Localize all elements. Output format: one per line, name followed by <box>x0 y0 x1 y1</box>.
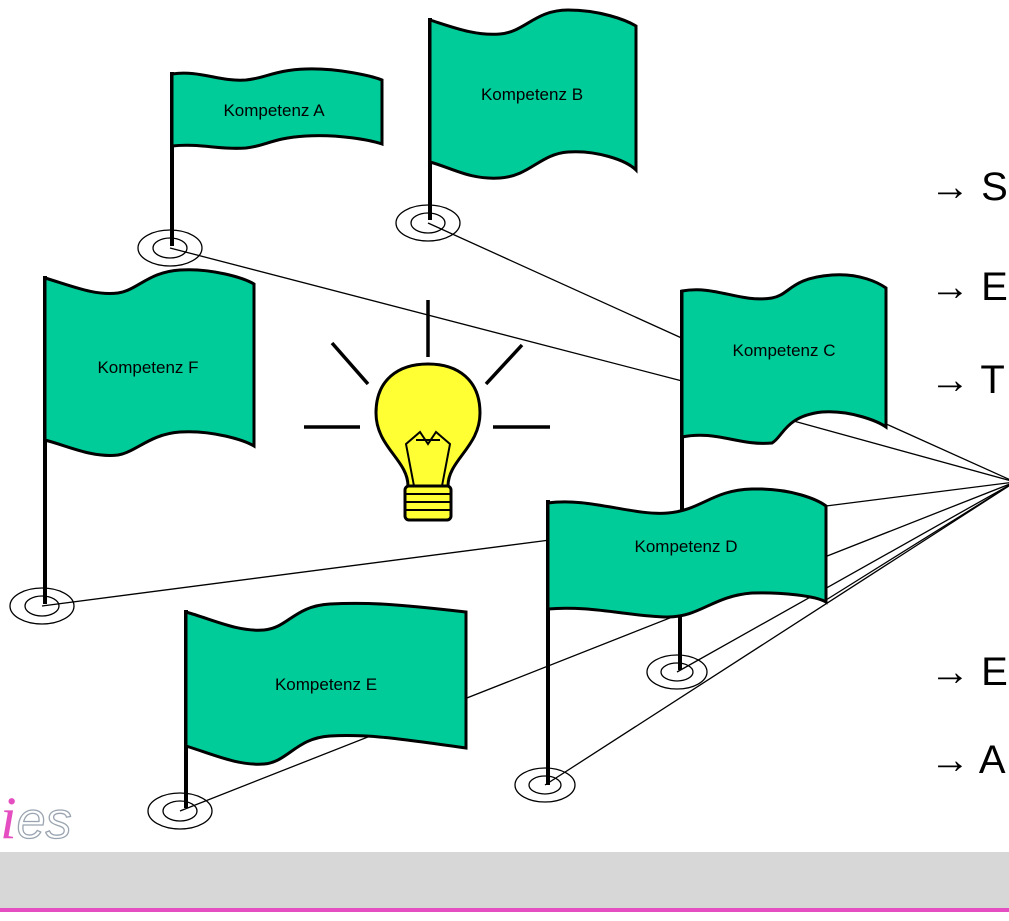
connection-line <box>41 539 551 607</box>
arrow-item-text: S <box>981 165 1008 209</box>
flag-cloth <box>428 8 638 180</box>
connection-line <box>825 482 1009 507</box>
connection-line <box>883 422 1009 481</box>
flag-cloth <box>184 601 468 766</box>
arrow-icon: → <box>930 265 970 309</box>
flag-cloth <box>680 273 888 445</box>
flag-base-inner <box>660 662 694 682</box>
logo: ies <box>0 788 72 850</box>
arrow-item: → E <box>930 267 1008 307</box>
light-rays <box>304 300 550 429</box>
flag-base-outer <box>137 229 203 267</box>
arrow-item-text: E <box>981 650 1008 694</box>
flag-base-outer <box>514 767 576 803</box>
flag-label: Kompetenz E <box>275 675 377 694</box>
footer-accent-line <box>0 908 1009 912</box>
bulb-glass <box>374 362 482 488</box>
flag-base-inner <box>162 800 198 822</box>
flag-cloth <box>546 487 828 619</box>
arrow-icon: → <box>930 165 970 209</box>
arrow-item: → A <box>930 740 1006 780</box>
arrow-icon: → <box>930 650 970 694</box>
flag-cloth <box>170 67 384 150</box>
flag-base-outer <box>395 204 461 242</box>
flag-kompetenz-b: Kompetenz B <box>395 8 638 242</box>
footer-bar <box>0 852 1009 912</box>
logo-letter: i <box>0 785 17 851</box>
connection-line <box>179 483 1009 812</box>
flag-kompetenz-d: Kompetenz D <box>514 487 828 803</box>
lightbulb-icon <box>304 300 550 522</box>
arrow-item-text: T <box>980 358 1005 402</box>
arrow-item: → T <box>930 360 1005 400</box>
connection-line <box>676 484 1009 673</box>
connection-line <box>825 484 1009 601</box>
flag-kompetenz-c: Kompetenz C <box>680 273 888 540</box>
connection-line <box>427 222 687 341</box>
flag-label: Kompetenz C <box>733 341 836 360</box>
flag-label: Kompetenz A <box>223 101 325 120</box>
arrow-item-text: E <box>981 265 1008 309</box>
flag-kompetenz-f: Kompetenz F <box>9 268 256 625</box>
flag-cloth <box>43 268 256 457</box>
flag-label: Kompetenz D <box>635 537 738 556</box>
flag-base-outer <box>147 792 213 830</box>
flag-base-outer <box>9 587 75 625</box>
flag-base-inner <box>410 212 446 234</box>
flag-base-outer <box>646 654 708 690</box>
flag-base-inner <box>24 595 60 617</box>
bulb-filament <box>404 430 452 487</box>
flag-kompetenz-a: Kompetenz A <box>137 67 384 267</box>
connection-line <box>544 485 1009 786</box>
flag-base-inner <box>152 237 188 259</box>
arrow-item-text: A <box>978 738 1006 782</box>
arrow-icon: → <box>930 738 970 782</box>
arrow-item: → E <box>930 652 1008 692</box>
flag-kompetenz-e: Kompetenz E <box>147 601 468 830</box>
flag-label: Kompetenz B <box>481 85 583 104</box>
connection-lines <box>41 222 1009 812</box>
connection-line <box>789 419 1009 482</box>
logo-text: es <box>16 792 72 850</box>
flag-base-inner <box>528 775 562 795</box>
flag-label: Kompetenz F <box>97 358 198 377</box>
arrow-item: → S <box>930 167 1008 207</box>
arrow-icon: → <box>930 358 970 402</box>
